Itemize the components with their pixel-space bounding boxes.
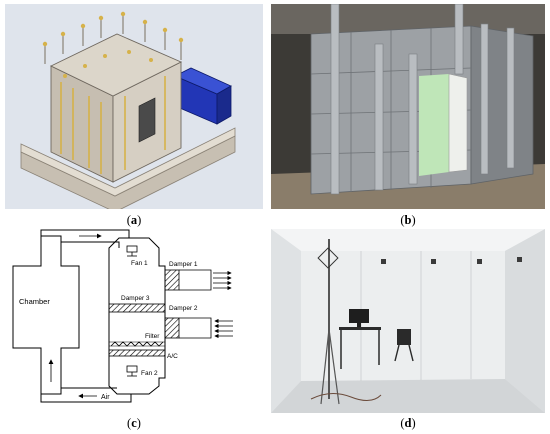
damper-3-hatch [108,303,166,313]
caption-b: (b) [400,213,416,227]
damper-2-hatch [164,317,180,339]
fan-2-label: Fan 2 [141,370,158,377]
panel-d-interior-photo [271,229,545,413]
chamber-shape [12,235,80,395]
damper-1-hatch [164,269,180,291]
chamber-3d-render [5,4,263,213]
filter-label: Filter [145,333,160,340]
caption-a: (a) [126,213,142,227]
interior-photo [271,229,545,413]
damper-3-label: Damper 3 [121,295,150,302]
panel-b-chamber-photo [271,3,545,209]
panel-a-3d-model [5,4,263,213]
ac-label: A/C [167,353,178,360]
air-label: Air [101,394,110,401]
fan-1-label: Fan 1 [131,260,148,267]
filter-zigzag [110,341,164,347]
fan-1-icon [126,245,138,257]
fan-2-icon [126,365,138,377]
damper-2-label: Damper 2 [169,305,198,312]
chamber-label: Chamber [19,297,50,306]
ac-coil-hatch [108,349,166,357]
caption-c: (c) [127,416,141,430]
damper-1-label: Damper 1 [169,261,198,268]
air-handler-body [108,237,166,395]
air-flow-schematic: Chamber Air Fan 1 Damper 1 [12,229,233,403]
panel-c-schematic: Chamber Air Fan 1 Damper 1 [5,226,263,412]
chamber-photo [271,3,545,209]
caption-d: (d) [400,416,416,430]
